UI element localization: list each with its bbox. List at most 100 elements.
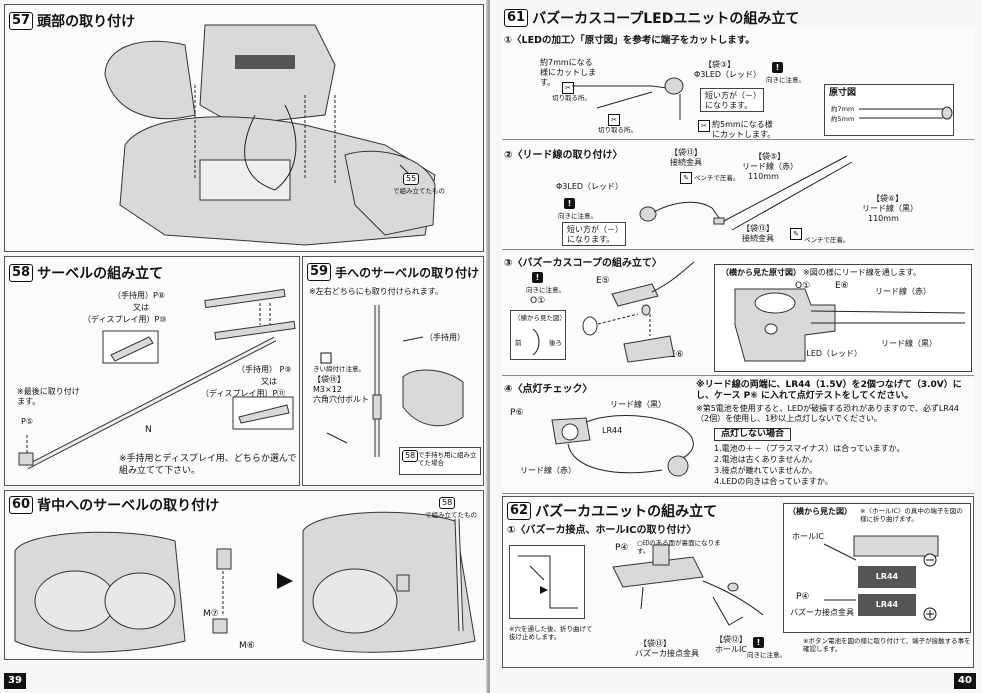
- head-assembly-illustration: [104, 24, 436, 246]
- battery-lr44-bottom: LR44: [858, 594, 916, 616]
- side-actual-size-drawing: [734, 288, 966, 362]
- troubleshoot-box: 点灯しない場合 1.電池の＋－（プラスマイナス）は合っていますか。 2.電池は古…: [714, 428, 934, 492]
- scissors-icon: ✂: [608, 114, 620, 126]
- back-saber-illustration: [14, 511, 476, 653]
- ref-step-55: 55: [403, 173, 420, 185]
- side-view-inset: （横から見た図） 前 後ろ: [510, 310, 566, 360]
- bag-13-label-2: 【袋⑬】: [742, 224, 774, 233]
- troubleshoot-title: 点灯しない場合: [714, 428, 792, 441]
- cut-short-label: 約5mmになる様にカットします。: [712, 120, 776, 139]
- step-number: 60: [9, 496, 34, 514]
- connector-label-2: 接続金具: [742, 234, 774, 243]
- ref-step-58-box: 58 で手持ち用に組み立てた場合: [399, 447, 481, 475]
- test-note-2: ※第5電池を使用すると、LEDが破損する恐れがありますので、必ずLR44（2個）…: [696, 404, 960, 423]
- ruler-7mm: 約7mm: [831, 105, 855, 113]
- step-60-title: 60 背中へのサーベルの取り付け: [9, 495, 219, 515]
- label-m7: M⑦: [203, 609, 219, 619]
- mark-note: ○印のある面が裏面になります。: [637, 539, 721, 555]
- book-gutter: [486, 0, 492, 693]
- page-number-left: 39: [4, 673, 26, 689]
- red-wire-length: 110mm: [748, 172, 779, 181]
- black-wire-label: リード線（黒）: [862, 204, 918, 213]
- label-p10: （ディスプレイ用）P⑩: [83, 315, 167, 324]
- test-note-1: ※リード線の両端に、LR44（1.5V）を2個つなげて（3.0V）にし、ケース …: [696, 380, 962, 401]
- red-wire-side: リード線（赤）: [875, 287, 931, 296]
- label-p9: （手持用） P⑨: [237, 365, 292, 374]
- label-e6: E⑥: [670, 350, 684, 360]
- black-wire-test: リード線（黒）: [610, 400, 666, 409]
- right-page: 61 バズーカスコープLEDユニットの組み立て ①〈LEDの加工〉「原寸図」を参…: [490, 0, 982, 693]
- step-61-3-heading: ③〈バズーカスコープの組み立て〉: [504, 258, 662, 269]
- step-61-4-panel: ④〈点灯チェック〉 ※リード線の両端に、LR44（1.5V）を2個つなげて（3.…: [502, 378, 974, 494]
- short-side-box-2: 短い方が（－）になります。: [562, 222, 626, 246]
- side-view-label: （横から見た図）: [514, 314, 566, 322]
- step-61-1-panel: ①〈LEDの加工〉「原寸図」を参考に端子をカットします。 約7mmになる様にカッ…: [502, 28, 974, 140]
- step-number: 57: [9, 12, 34, 30]
- bag-13-label: 【袋⑬】: [670, 148, 702, 157]
- direction-warning: 向きに注意。: [526, 286, 565, 294]
- label-p6: P⑥: [510, 408, 524, 418]
- troubleshoot-item: 1.電池の＋－（プラスマイナス）は合っていますか。: [714, 444, 905, 453]
- troubleshoot-item: 4.LEDの向きは合っていますか。: [714, 477, 833, 486]
- step-title-text: バズーカユニットの組み立て: [535, 504, 718, 520]
- hole-note: ※穴を通した後、折り曲げて抜け止めします。: [509, 625, 593, 641]
- hand-saber-illustration: [320, 305, 464, 457]
- led-side: Φ3LED（レッド）: [795, 349, 863, 358]
- actual-size-ruler: 原寸図 約7mm 約5mm: [824, 84, 954, 136]
- pliers-note-2: ペンチで圧着。: [804, 236, 850, 244]
- label-m6: M⑥: [239, 641, 255, 651]
- step-59-panel: 59 手へのサーベルの取り付け ※左右どちらにも取り付けられます。 （手持用） …: [302, 256, 484, 486]
- pliers-note-1: ペンチで圧着。: [694, 174, 740, 182]
- bend-detail-drawing: [518, 555, 578, 609]
- bag-3-label: 【袋③】: [704, 60, 736, 69]
- step-title-text: 手へのサーベルの取り付け: [335, 265, 480, 280]
- screw-name: 六角穴付ボルト: [313, 395, 369, 404]
- bag-13-contact: 【袋⑬】: [639, 639, 671, 648]
- front-label: 前: [515, 339, 522, 347]
- cut-note-2: 切り取る所。: [598, 126, 637, 134]
- step-62-1-heading: ①〈バズーカ接点、ホールICの取り付け〉: [507, 525, 697, 536]
- scope-assembly-illustration: [582, 261, 695, 363]
- red-wire-label: リード線（赤）: [742, 162, 798, 171]
- label-o1-side: O①: [795, 281, 811, 291]
- hall-side-view-drawing: [823, 535, 939, 621]
- troubleshoot-item: 3.接点が離れていませんか。: [714, 466, 817, 475]
- bag-5-label: 【袋⑤】: [754, 152, 786, 161]
- label-p4: P④: [615, 543, 629, 553]
- bag-12-hall: 【袋⑫】: [715, 635, 747, 644]
- ruler-drawing: [859, 106, 953, 120]
- page-number-right: 40: [954, 673, 976, 689]
- bag-6-label: 【袋⑥】: [872, 194, 904, 203]
- contact-label: バズーカ接点金具: [635, 649, 699, 658]
- warning-icon: !: [772, 62, 783, 73]
- scissors-icon: ✂: [698, 120, 710, 132]
- step-61-3-panel: ③〈バズーカスコープの組み立て〉 ! 向きに注意。 O① E⑤ E⑥ （横から見…: [502, 252, 974, 376]
- step-58-note: ※手持用とディスプレイ用、どちらか選んで組み立てて下さい。: [119, 454, 297, 476]
- step-61-1-heading: ①〈LEDの加工〉「原寸図」を参考に端子をカットします。: [504, 35, 755, 46]
- step-59-note: ※左右どちらにも取り付けられます。: [309, 287, 443, 296]
- pliers-icon: ✎: [790, 228, 802, 240]
- warning-icon: !: [564, 198, 575, 209]
- cut-note-1: 切り取る所。: [552, 94, 591, 102]
- step-60-panel: 60 背中へのサーベルの取り付け M⑦ M⑥ 58 で組み立てたもの: [4, 490, 484, 660]
- step-number: 59: [307, 263, 332, 281]
- label-hand: （手持用）: [425, 333, 465, 342]
- label-or-2: 又は: [261, 377, 277, 386]
- label-last: ※最後に取り付けます。: [17, 387, 80, 406]
- troubleshoot-item: 2.電池は古くありませんか。: [714, 455, 818, 464]
- side-hall-label: ホールIC: [792, 532, 824, 541]
- step-57-panel: 57 頭部の取り付け 55 で組み立てたもの: [4, 4, 484, 252]
- label-p5: P⑤: [21, 417, 33, 426]
- cut-long-label: 約7mmになる様にカットします。: [540, 58, 596, 87]
- step-title-text: サーベルの組み立て: [37, 266, 164, 282]
- ruler-5mm: 約5mm: [831, 115, 855, 123]
- ref-step-num: 58: [402, 450, 419, 462]
- side-actual-size-note: ※図の様にリード線を通します。: [803, 268, 921, 277]
- led-direction-warning-2: 向きに注意。: [558, 212, 597, 220]
- label-p8: （手持用）P⑧: [113, 291, 165, 300]
- saber-assembly-illustration: [18, 288, 296, 470]
- screw-size: M3×12: [313, 385, 342, 394]
- battery-lr44-top: LR44: [858, 566, 916, 588]
- bag-19-label: 【袋⑲】: [313, 375, 345, 384]
